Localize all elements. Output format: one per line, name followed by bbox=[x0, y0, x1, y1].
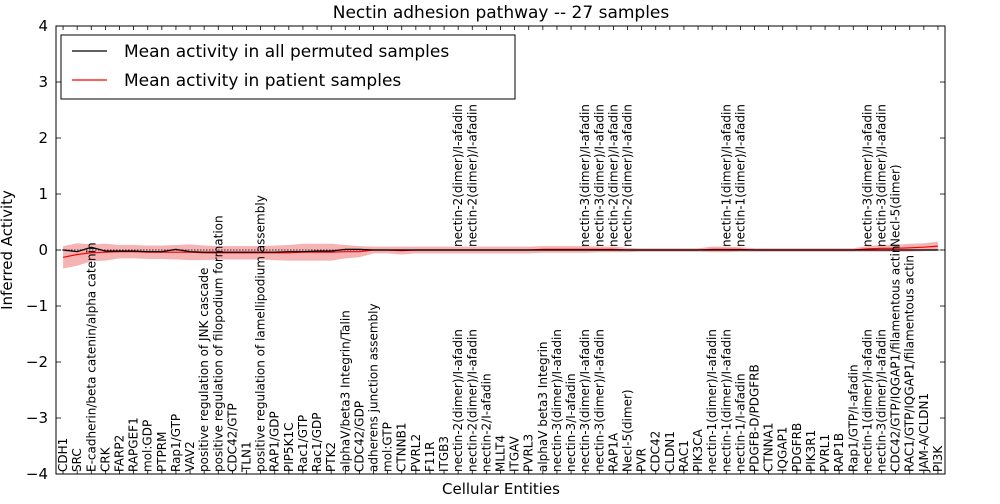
x-tick-label: FARP2 bbox=[113, 435, 127, 472]
y-tick-label: −4 bbox=[26, 465, 48, 483]
x-tick-label: RAPGEF1 bbox=[127, 417, 141, 472]
x-tick-label: CDH1 bbox=[56, 438, 70, 472]
y-tick-label: −2 bbox=[26, 353, 48, 371]
x-tick-label: PIK3CA bbox=[691, 428, 705, 472]
y-tick-label: 4 bbox=[38, 17, 48, 35]
x-tick-label-upper: nectin-2(dimer)/I-afadin bbox=[621, 104, 635, 247]
x-tick-label: JAM-A/CLDN1 bbox=[917, 393, 931, 473]
x-tick-label: F11R bbox=[423, 441, 437, 472]
x-tick-label: ITGB3 bbox=[437, 436, 451, 472]
x-tick-label: Rac1/GDP bbox=[310, 413, 324, 472]
x-tick-label-upper: nectin-3(dimer)/I-afadin bbox=[592, 104, 606, 247]
x-tick-label: CRK bbox=[98, 446, 112, 472]
y-tick-label: 1 bbox=[38, 185, 48, 203]
x-tick-label: IQGAP1 bbox=[776, 427, 790, 472]
x-tick-label: E-cadherin/beta catenin/alpha catenin bbox=[84, 242, 98, 472]
x-tick-label: PIP5K1C bbox=[282, 422, 296, 472]
x-tick-label: PDGFRB bbox=[790, 423, 804, 472]
x-tick-label: nectin-1(dimer)/I-afadin bbox=[705, 329, 719, 472]
legend-label-permuted: Mean activity in all permuted samples bbox=[124, 42, 449, 62]
x-tick-label-upper: nectin-1(dimer)/I-afadin bbox=[733, 104, 747, 247]
legend: Mean activity in all permuted samples Me… bbox=[60, 34, 516, 100]
x-tick-label: CDC42 bbox=[649, 431, 663, 472]
x-tick-label: CDC42/GDP bbox=[352, 401, 366, 472]
x-tick-label: CTNNB1 bbox=[395, 422, 409, 472]
x-tick-label: nectin-1(dimer)/I-afadin bbox=[719, 329, 733, 472]
legend-label-patient: Mean activity in patient samples bbox=[124, 71, 401, 91]
x-tick-label: nectin-3(dimer)/I-afadin bbox=[592, 329, 606, 472]
x-tick-label: TLN1 bbox=[240, 441, 254, 473]
x-tick-label-upper: nectin-3(dimer)/I-afadin bbox=[875, 104, 889, 247]
x-tick-label-upper: nectin-3(dimer)/I-afadin bbox=[578, 104, 592, 247]
x-tick-label: PI3K bbox=[931, 445, 945, 472]
y-tick-label: 2 bbox=[38, 129, 48, 147]
x-tick-label: nectin-2(dimer)/I-afadin bbox=[465, 329, 479, 472]
x-tick-label: adherens junction assembly bbox=[367, 303, 381, 472]
x-tick-label: PVRL1 bbox=[818, 434, 832, 472]
y-tick-label: −3 bbox=[26, 409, 48, 427]
x-tick-label: RAC1 bbox=[677, 440, 691, 472]
x-tick-label-upper: nectin-2(dimer)/I-afadin bbox=[465, 104, 479, 247]
x-tick-label: VAV2 bbox=[183, 441, 197, 472]
x-tick-label: RAP1A bbox=[606, 432, 620, 472]
x-tick-label: CDC42/GTP bbox=[225, 403, 239, 472]
series-line-permuted bbox=[63, 246, 938, 253]
x-tick-label: MLLT4 bbox=[494, 435, 508, 472]
legend-box bbox=[60, 34, 516, 100]
x-tick-label: positive regulation of filopodium format… bbox=[211, 215, 225, 472]
x-tick-label: RAP1B bbox=[832, 433, 846, 472]
x-tick-label: PVRL2 bbox=[409, 434, 423, 472]
x-tick-label: ITGAV bbox=[508, 435, 522, 472]
x-tick-label: alphaV beta3 Integrin bbox=[536, 341, 550, 472]
x-tick-label: PIK3R1 bbox=[804, 430, 818, 472]
y-tick-label: 3 bbox=[38, 73, 48, 91]
x-tick-label: nectin-3(dimer)/I-afadin bbox=[550, 329, 564, 472]
x-tick-label: nectin-2/I-afadin bbox=[479, 373, 493, 472]
x-tick-label: CDC42/GTP/IQGAP1/filamentous actin bbox=[889, 246, 903, 472]
x-axis-label: Cellular Entities bbox=[442, 480, 560, 498]
x-tick-label-upper: Necl-5(dimer) bbox=[889, 164, 903, 247]
x-tick-label: nectin-1/I-afadin bbox=[733, 373, 747, 472]
y-axis-label: Inferred Activity bbox=[0, 190, 16, 310]
y-tick-label: −1 bbox=[26, 297, 48, 315]
x-tick-label-upper: nectin-1(dimer)/I-afadin bbox=[719, 104, 733, 247]
x-tick-label: RAP1/GDP bbox=[268, 411, 282, 472]
x-tick-label: SRC bbox=[70, 448, 84, 472]
x-tick-label: CLDN1 bbox=[663, 431, 677, 472]
x-tick-label: Rac1/GTP bbox=[296, 415, 310, 472]
y-tick-label: 0 bbox=[38, 241, 48, 259]
x-tick-label-upper: nectin-3(dimer)/I-afadin bbox=[860, 104, 874, 247]
x-tick-label: Rap1/GTP bbox=[169, 414, 183, 472]
x-tick-label: RAC1/GTP/IQGAP1/filamentous actin bbox=[903, 255, 917, 472]
x-tick-label: nectin-3(dimer)/I-afadin bbox=[875, 329, 889, 472]
x-tick-label: nectin-3(dimer)/I-afadin bbox=[578, 329, 592, 472]
x-tick-label: CTNNA1 bbox=[762, 422, 776, 472]
x-tick-label: positive regulation of lamellipodium ass… bbox=[254, 195, 268, 472]
x-tick-label: PVR bbox=[635, 448, 649, 472]
x-tick-label: mol:GDP bbox=[141, 420, 155, 472]
x-tick-label: PDGFB-D/PDGFRB bbox=[748, 364, 762, 472]
x-tick-label-upper: nectin-2(dimer)/I-afadin bbox=[606, 104, 620, 247]
x-tick-label: PTPRM bbox=[155, 432, 169, 473]
x-tick-label: nectin-2(dimer)/I-afadin bbox=[451, 329, 465, 472]
x-tick-label: Rap1/GTP/I-afadin bbox=[846, 364, 860, 472]
x-tick-label: positive regulation of JNK cascade bbox=[197, 268, 211, 472]
x-tick-label: nectin-1(dimer)/I-afadin bbox=[860, 329, 874, 472]
x-tick-label: PVRL3 bbox=[522, 434, 536, 472]
x-tick-label: alphaV/beta3 Integrin/Talin bbox=[338, 310, 352, 472]
x-tick-label: PTK2 bbox=[324, 442, 338, 472]
x-tick-label-upper: nectin-2(dimer)/I-afadin bbox=[451, 104, 465, 247]
x-tick-label: nectin-3/I-afadin bbox=[564, 373, 578, 472]
x-tick-label: Necl-5(dimer) bbox=[621, 389, 635, 472]
x-tick-label: mol:GTP bbox=[381, 422, 395, 472]
chart-title: Nectin adhesion pathway -- 27 samples bbox=[333, 3, 670, 23]
band-patient bbox=[63, 241, 938, 269]
